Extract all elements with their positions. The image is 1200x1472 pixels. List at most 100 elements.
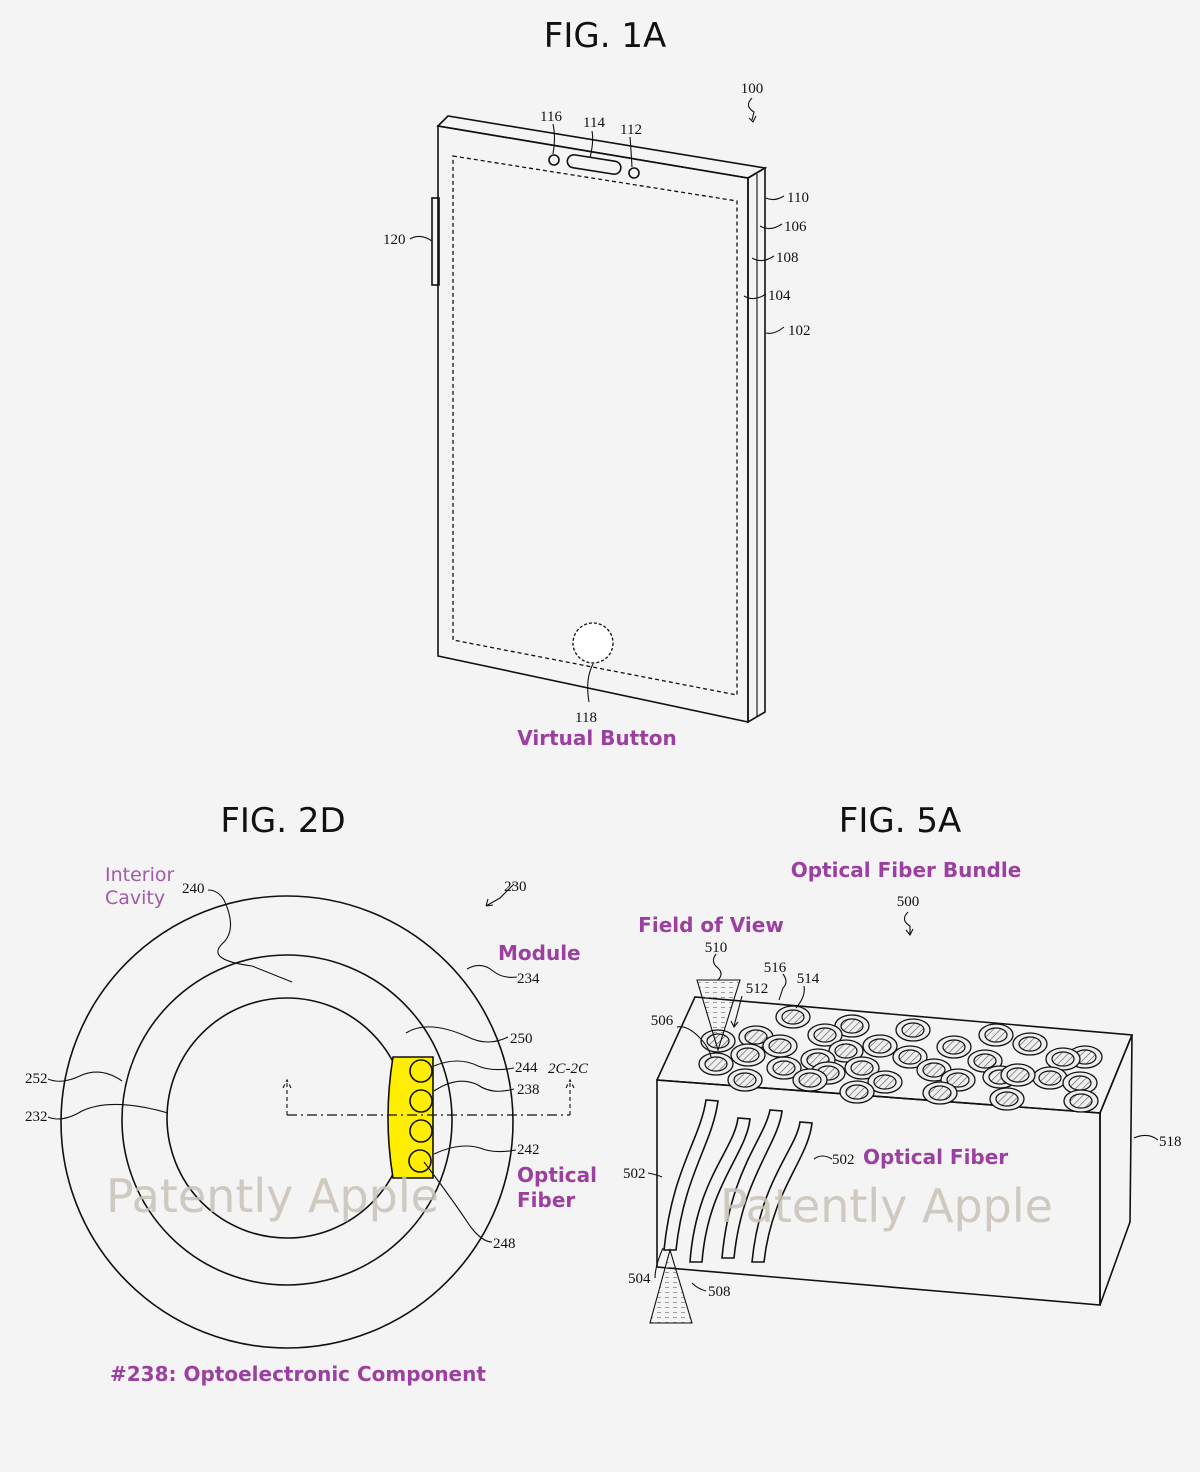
ref-102: 102 — [788, 323, 811, 339]
fiber-end — [408, 1149, 432, 1173]
caption-optoelectronic-component: #238: Optoelectronic Component — [110, 1362, 486, 1386]
fiber-end — [922, 1081, 958, 1105]
ref-234: 234 — [517, 971, 540, 987]
field-of-view-cone-508 — [649, 1248, 693, 1324]
fiber-end — [967, 1049, 1003, 1073]
module-ring-234 — [121, 954, 453, 1286]
fiber-end — [792, 1068, 828, 1092]
fiber-bundle-block-518 — [649, 979, 1134, 1324]
ref-244: 244 — [515, 1060, 538, 1076]
fiber-end — [862, 1034, 898, 1058]
fig-2d: FIG. 2D Interior Cavity 240 230 Module 2… — [25, 801, 597, 1386]
fiber-end — [936, 1035, 972, 1059]
ref-248: 248 — [493, 1236, 516, 1252]
ref-238: 238 — [517, 1082, 540, 1098]
annotation-optical: Optical — [517, 1163, 597, 1187]
fiber-end — [730, 1043, 766, 1067]
ref-500: 500 — [897, 894, 920, 910]
fig-1a: FIG. 1A 116 114 112 100 120 110 106 108 … — [383, 16, 811, 750]
ref-100: 100 — [741, 81, 764, 97]
sensor-112 — [628, 167, 640, 179]
section-label-2c-2c: 2C-2C — [548, 1061, 589, 1077]
virtual-home-button-118 — [572, 622, 614, 664]
fiber-end — [409, 1119, 433, 1143]
fiber-end — [839, 1080, 875, 1104]
fiber-end — [727, 1068, 763, 1092]
annotation-field-of-view: Field of View — [638, 913, 784, 937]
fiber-end — [828, 1039, 864, 1063]
ref-502-left: 502 — [623, 1166, 646, 1182]
annotation-fiber: Fiber — [517, 1188, 575, 1212]
ref-118: 118 — [575, 710, 597, 726]
optoelectronic-component-238 — [387, 1056, 434, 1179]
ref-108: 108 — [776, 250, 799, 266]
optical-fiber — [751, 1121, 813, 1263]
ref-514: 514 — [797, 971, 820, 987]
fiber-end — [1045, 1047, 1081, 1071]
optical-fibers-502 — [663, 1099, 813, 1263]
ref-106: 106 — [784, 219, 807, 235]
ref-232: 232 — [25, 1109, 48, 1125]
fiber-end — [978, 1023, 1014, 1047]
fiber-end — [766, 1056, 802, 1080]
ref-506: 506 — [651, 1013, 674, 1029]
annotation-optical-fiber-bundle: Optical Fiber Bundle — [791, 858, 1022, 882]
fiber-end — [1000, 1063, 1036, 1087]
ref-240: 240 — [182, 881, 205, 897]
ref-104: 104 — [768, 288, 791, 304]
block-side-face — [1099, 1034, 1133, 1306]
annotation-virtual-button: Virtual Button — [517, 726, 677, 750]
ref-252: 252 — [25, 1071, 48, 1087]
outer-ring-252 — [60, 895, 514, 1349]
fiber-end — [409, 1059, 433, 1083]
watermark-5a: Patently Apple — [720, 1179, 1053, 1233]
fiber-end — [867, 1070, 903, 1094]
ref-504: 504 — [628, 1271, 651, 1287]
fiber-end — [1012, 1032, 1048, 1056]
fiber-end — [1063, 1089, 1099, 1113]
annotation-optical-fiber: Optical Fiber — [863, 1145, 1008, 1169]
ref-230: 230 — [504, 879, 527, 895]
ref-112: 112 — [620, 122, 642, 138]
optical-fiber — [721, 1109, 783, 1259]
optical-fiber — [689, 1117, 751, 1263]
fiber-end — [698, 1052, 734, 1076]
optical-fibers-242 — [408, 1059, 433, 1173]
ref-508: 508 — [708, 1284, 731, 1300]
annotation-cavity: Cavity — [105, 887, 165, 909]
fiber-end — [807, 1023, 843, 1047]
fiber-end — [895, 1018, 931, 1042]
ref-510: 510 — [705, 940, 728, 956]
ref-114: 114 — [583, 115, 605, 131]
watermark-2d: Patently Apple — [106, 1169, 439, 1223]
fig-1a-title: FIG. 1A — [544, 16, 666, 56]
fiber-end — [844, 1056, 880, 1080]
fiber-end — [1032, 1066, 1068, 1090]
ref-242: 242 — [517, 1142, 540, 1158]
ref-516: 516 — [764, 960, 787, 976]
ref-518: 518 — [1159, 1134, 1182, 1150]
fiber-end — [892, 1045, 928, 1069]
fiber-end — [834, 1014, 870, 1038]
optical-fiber — [663, 1099, 719, 1251]
ref-502-right: 502 — [832, 1152, 855, 1168]
side-button-120 — [431, 197, 440, 286]
ref-250: 250 — [510, 1031, 533, 1047]
fiber-end — [409, 1089, 433, 1113]
fiber-end — [762, 1034, 798, 1058]
fig-2d-title: FIG. 2D — [220, 801, 345, 841]
fig-5a-title: FIG. 5A — [839, 801, 961, 841]
sensor-116 — [548, 154, 560, 166]
ref-116: 116 — [540, 109, 562, 125]
ref-110: 110 — [787, 190, 809, 206]
fiber-end — [775, 1005, 811, 1029]
display-area — [452, 155, 738, 696]
speaker-slot-114 — [566, 153, 622, 176]
fig-5a: FIG. 5A Optical Fiber Bundle 500 Field o… — [623, 801, 1182, 1324]
ref-120: 120 — [383, 232, 406, 248]
fiber-ends-grid — [698, 1005, 1103, 1113]
phone-front-face — [437, 125, 749, 723]
phone-device-drawing — [409, 97, 785, 724]
annotation-interior: Interior — [105, 864, 174, 886]
